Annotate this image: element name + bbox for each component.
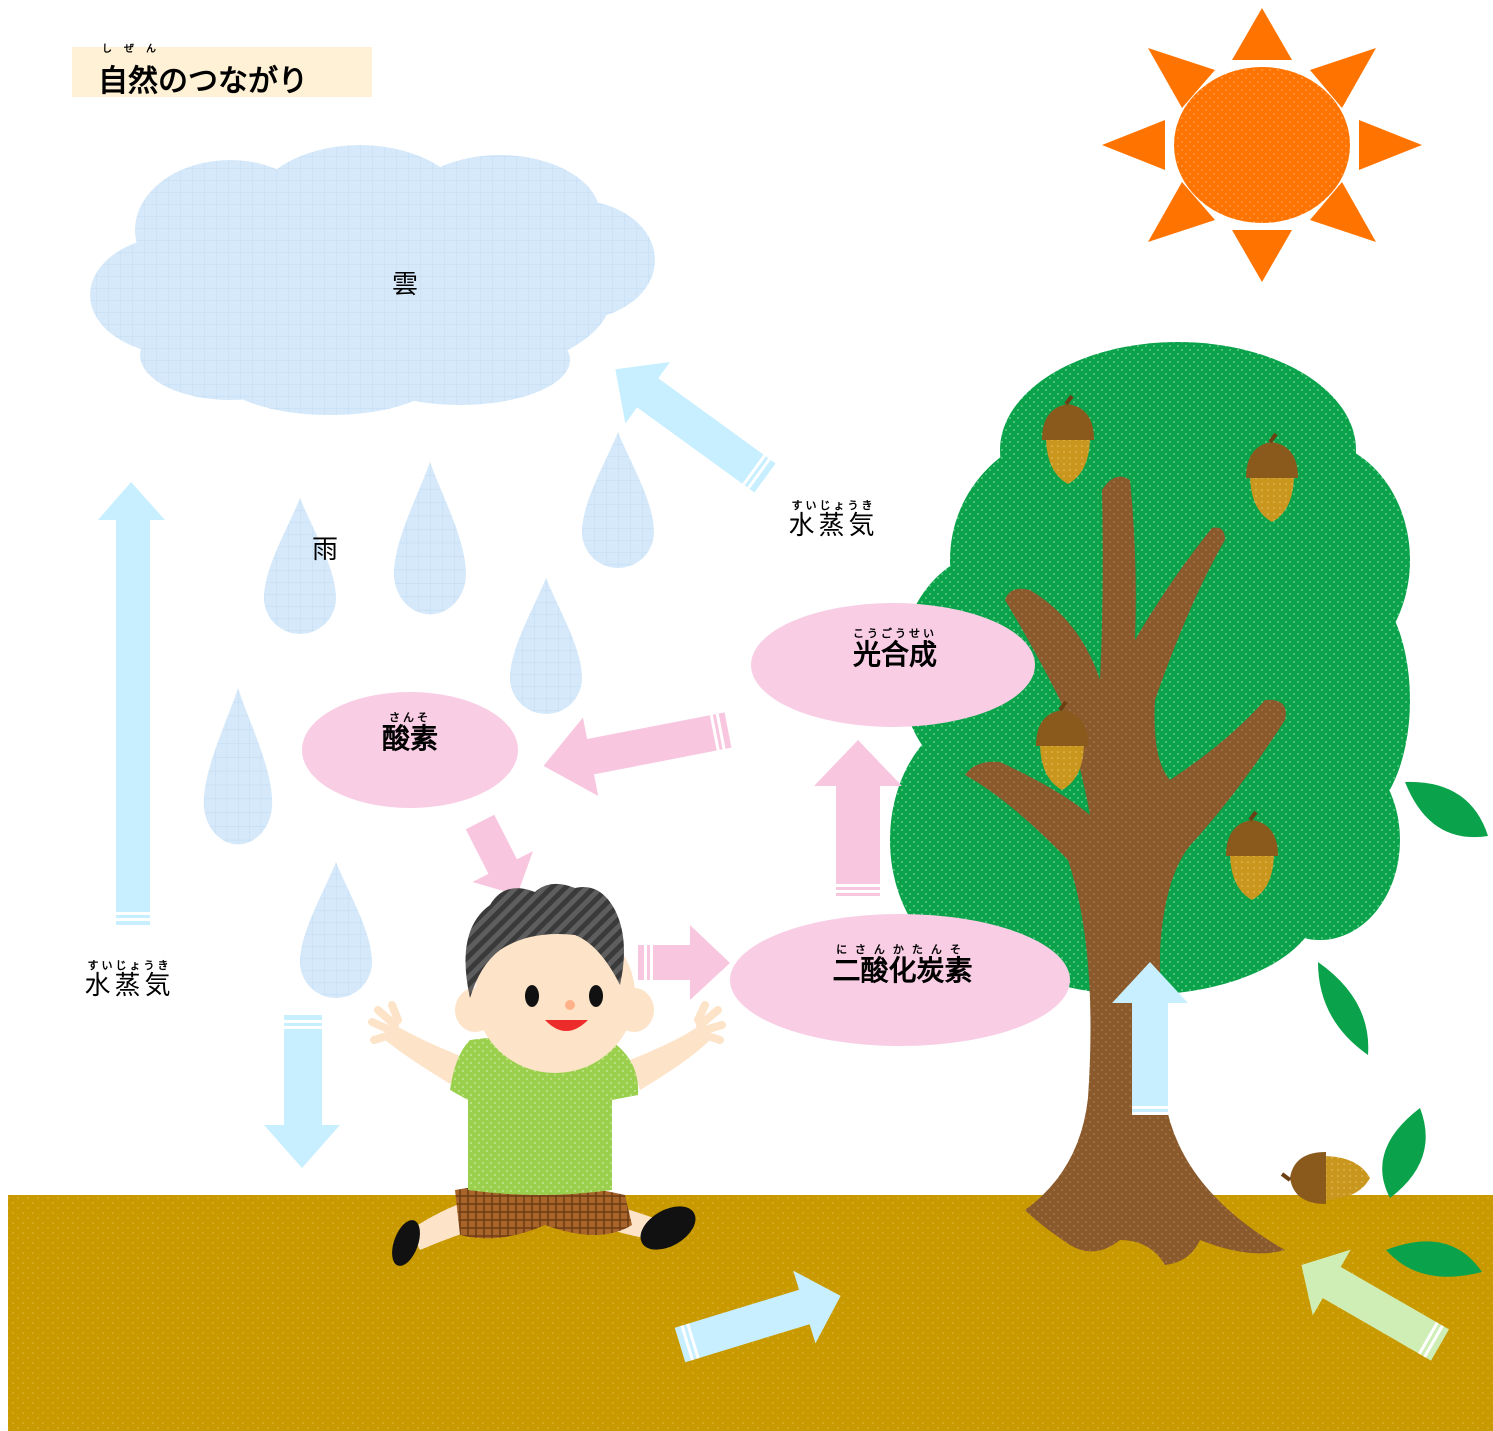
co2-to-photosynthesis-arrow (814, 740, 902, 896)
cloud-icon (90, 145, 655, 415)
oxygen-bubble (302, 692, 518, 808)
rain-arrow-down (264, 1015, 340, 1168)
oxygen-label: さんそ 酸素 (350, 712, 470, 753)
ground-water-arrow (674, 1270, 841, 1363)
child-figure (368, 883, 726, 1266)
title-ruby: しぜん (102, 44, 168, 55)
co2-bubble (730, 914, 1070, 1046)
rain-label: 雨 (311, 535, 338, 565)
cloud-label: 雲 (391, 270, 418, 300)
tree-water-arrow-up (1112, 962, 1188, 1115)
co2-ruby: にさんかたんそ (836, 943, 969, 956)
vapor-ruby-right: すいじょうき (791, 499, 876, 512)
oxygen-to-child-arrow (465, 814, 533, 896)
leaf-icon (1318, 781, 1488, 1277)
photosynthesis-bubble (751, 603, 1035, 727)
vapor-ruby-left: すいじょうき (87, 959, 172, 972)
co2-text: 二酸化炭素 (832, 954, 973, 987)
vapor-arrow-left-up (98, 482, 165, 925)
photosynthesis-text: 光合成 (852, 638, 937, 671)
child-to-co2-arrow (638, 925, 730, 1000)
vapor-text-right: 水蒸気 (788, 511, 879, 541)
oxygen-text: 酸素 (381, 722, 438, 755)
photosynthesis-ruby: こうごうせい (853, 627, 937, 640)
tree-icon (890, 342, 1410, 1266)
page-title: 自然のつながり (98, 64, 308, 99)
vapor-label-left: すいじょうき 水蒸気 (72, 960, 187, 999)
vapor-text-left: 水蒸気 (84, 971, 175, 1001)
vapor-label-right: すいじょうき 水蒸気 (776, 500, 891, 539)
vapor-arrow-to-cloud (615, 362, 776, 493)
photosynthesis-to-oxygen-arrow (543, 712, 732, 796)
leaf-decompose-arrow (1301, 1249, 1449, 1361)
title-banner (72, 47, 372, 97)
photosynthesis-label: こうごうせい 光合成 (820, 628, 970, 669)
sun-icon (1102, 8, 1422, 282)
co2-label: にさんかたんそ 二酸化炭素 (800, 944, 1005, 985)
oxygen-ruby: さんそ (389, 711, 431, 724)
